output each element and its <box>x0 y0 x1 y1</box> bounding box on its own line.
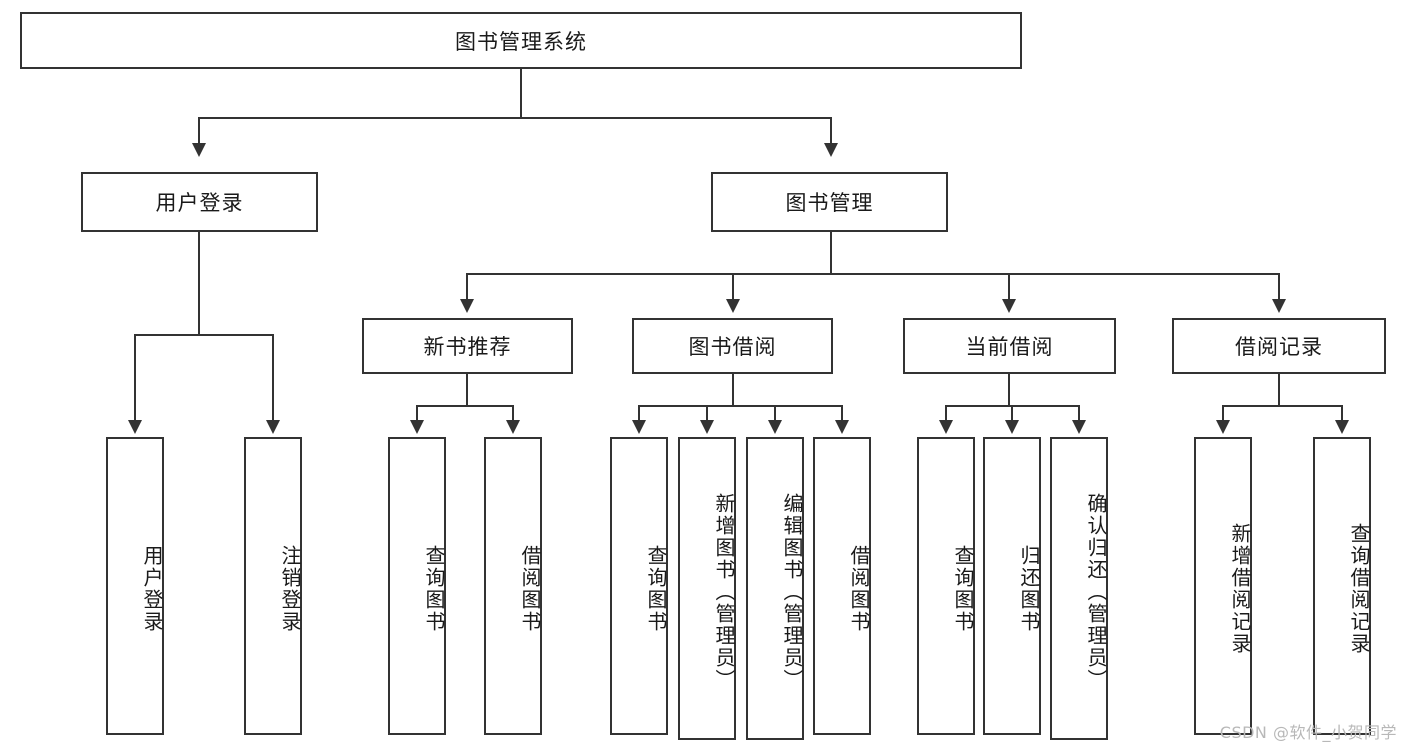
node-book-management[interactable]: 图书管理 <box>711 172 948 232</box>
node-label: 用户登录 <box>155 191 244 215</box>
arrow-to-br-leaf-2 <box>1335 420 1349 434</box>
connector-drop-nbr-leaf-2 <box>512 405 514 422</box>
connector-book-management-stem <box>830 232 832 274</box>
connector-drop-cb-leaf-1 <box>945 405 947 422</box>
csdn-watermark: CSDN @软件_小贺同学 <box>1219 723 1397 742</box>
leaf-current-borrow-confirm-return-admin[interactable]: 确认归还（管理员） <box>1050 437 1108 740</box>
leaf-book-borrow-add-book-admin[interactable]: 新增图书（管理员） <box>678 437 736 740</box>
arrow-to-bb-leaf-2 <box>700 420 714 434</box>
connector-level1-bus <box>198 117 832 119</box>
node-borrow-record[interactable]: 借阅记录 <box>1172 318 1386 374</box>
connector-new-book-recommend-bus <box>416 405 514 407</box>
node-current-borrow[interactable]: 当前借阅 <box>903 318 1116 374</box>
connector-level1-drop-user-login <box>198 117 200 145</box>
leaf-user-login-login[interactable]: 用户登录 <box>106 437 164 735</box>
connector-current-borrow-stem <box>1008 374 1010 406</box>
connector-drop-current-borrow <box>1008 273 1010 301</box>
arrow-to-user-login <box>192 143 206 157</box>
leaf-book-borrow-query-book[interactable]: 查询图书 <box>610 437 668 735</box>
arrow-to-br-leaf-1 <box>1216 420 1230 434</box>
connector-new-book-recommend-stem <box>466 374 468 406</box>
connector-borrow-record-stem <box>1278 374 1280 406</box>
connector-drop-nbr-leaf-1 <box>416 405 418 422</box>
arrow-to-cb-leaf-2 <box>1005 420 1019 434</box>
arrow-to-user-login-leaf-2 <box>266 420 280 434</box>
connector-level1-drop-book-management <box>830 117 832 145</box>
connector-book-borrow-bus <box>638 405 842 407</box>
node-label: 图书管理 <box>785 191 874 215</box>
node-label: 查询图书 <box>644 545 668 633</box>
connector-drop-bb-leaf-1 <box>638 405 640 422</box>
node-root-book-management-system[interactable]: 图书管理系统 <box>20 12 1022 69</box>
node-user-login[interactable]: 用户登录 <box>81 172 318 232</box>
node-label: 编辑图书（管理员） <box>780 492 804 691</box>
arrow-to-bb-leaf-3 <box>768 420 782 434</box>
connector-drop-user-login-leaf-1 <box>134 334 136 422</box>
arrow-to-new-book-recommend <box>460 299 474 313</box>
node-label: 当前借阅 <box>965 335 1054 359</box>
arrow-to-borrow-record <box>1272 299 1286 313</box>
leaf-current-borrow-return-book[interactable]: 归还图书 <box>983 437 1041 735</box>
node-label: 注销登录 <box>278 545 302 633</box>
connector-drop-new-book-recommend <box>466 273 468 301</box>
connector-book-borrow-stem <box>732 374 734 406</box>
node-label: 新增借阅记录 <box>1228 523 1252 655</box>
leaf-current-borrow-query-book[interactable]: 查询图书 <box>917 437 975 735</box>
leaf-new-book-recommend-borrow-book[interactable]: 借阅图书 <box>484 437 542 735</box>
node-label: 新增图书（管理员） <box>712 492 736 691</box>
node-label: 用户登录 <box>140 545 164 633</box>
leaf-book-borrow-edit-book-admin[interactable]: 编辑图书（管理员） <box>746 437 804 740</box>
arrow-to-bb-leaf-1 <box>632 420 646 434</box>
node-label: 确认归还（管理员） <box>1084 492 1108 691</box>
connector-user-login-stem <box>198 232 200 335</box>
node-label: 借阅记录 <box>1235 335 1323 359</box>
connector-drop-book-borrow <box>732 273 734 301</box>
node-label: 查询图书 <box>951 545 975 633</box>
node-label: 查询借阅记录 <box>1347 523 1371 655</box>
node-label: 图书借阅 <box>688 335 777 359</box>
connector-drop-cb-leaf-2 <box>1011 405 1013 422</box>
node-label: 图书管理系统 <box>455 29 587 54</box>
connector-drop-user-login-leaf-2 <box>272 334 274 422</box>
leaf-borrow-record-query-record[interactable]: 查询借阅记录 <box>1313 437 1371 735</box>
arrow-to-book-borrow <box>726 299 740 313</box>
leaf-book-borrow-borrow-book[interactable]: 借阅图书 <box>813 437 871 735</box>
node-label: 查询图书 <box>422 545 446 633</box>
connector-drop-br-leaf-1 <box>1222 405 1224 422</box>
node-book-borrow[interactable]: 图书借阅 <box>632 318 833 374</box>
arrow-to-nbr-leaf-2 <box>506 420 520 434</box>
connector-root-stem <box>520 69 522 117</box>
node-label: 借阅图书 <box>518 545 542 633</box>
connector-drop-br-leaf-2 <box>1341 405 1343 422</box>
node-label: 归还图书 <box>1017 545 1041 633</box>
connector-drop-borrow-record <box>1278 273 1280 301</box>
leaf-user-login-logout[interactable]: 注销登录 <box>244 437 302 735</box>
arrow-to-book-management <box>824 143 838 157</box>
leaf-new-book-recommend-query-book[interactable]: 查询图书 <box>388 437 446 735</box>
arrow-to-nbr-leaf-1 <box>410 420 424 434</box>
node-new-book-recommend[interactable]: 新书推荐 <box>362 318 573 374</box>
connector-drop-bb-leaf-4 <box>841 405 843 422</box>
arrow-to-bb-leaf-4 <box>835 420 849 434</box>
connector-user-login-bus <box>134 334 272 336</box>
arrow-to-current-borrow <box>1002 299 1016 313</box>
connector-drop-bb-leaf-2 <box>706 405 708 422</box>
connector-drop-cb-leaf-3 <box>1078 405 1080 422</box>
arrow-to-cb-leaf-1 <box>939 420 953 434</box>
node-label: 借阅图书 <box>847 545 871 633</box>
connector-borrow-record-bus <box>1222 405 1342 407</box>
connector-level2-bus <box>466 273 1280 275</box>
arrow-to-cb-leaf-3 <box>1072 420 1086 434</box>
node-label: 新书推荐 <box>423 335 512 359</box>
leaf-borrow-record-add-record[interactable]: 新增借阅记录 <box>1194 437 1252 735</box>
connector-drop-bb-leaf-3 <box>774 405 776 422</box>
arrow-to-user-login-leaf-1 <box>128 420 142 434</box>
